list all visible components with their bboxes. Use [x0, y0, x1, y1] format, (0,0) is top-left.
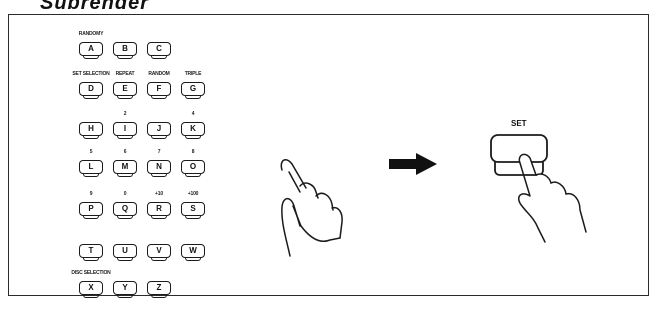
key-y[interactable]: Y [113, 281, 137, 298]
key-letter: F [156, 84, 162, 93]
key-z[interactable]: Z [147, 281, 171, 298]
key-o[interactable]: O [181, 160, 205, 177]
key-letter: X [88, 283, 94, 292]
key-b[interactable]: B [113, 42, 137, 59]
key-letter: U [122, 246, 128, 255]
key-note: +100 [187, 191, 199, 197]
key-note: 4 [191, 111, 195, 117]
set-button-label: SET [511, 119, 527, 128]
key-l[interactable]: L [79, 160, 103, 177]
key-letter: L [88, 162, 94, 171]
key-note: TRIPLE [184, 71, 202, 77]
key-a[interactable]: A [79, 42, 103, 59]
key-letter: C [156, 44, 162, 53]
key-s[interactable]: S [181, 202, 205, 219]
key-letter: Y [122, 283, 128, 292]
key-h[interactable]: H [79, 122, 103, 139]
key-letter: B [122, 44, 128, 53]
key-note: 2 [123, 111, 127, 117]
key-note: 9 [89, 191, 93, 197]
key-letter: D [88, 84, 94, 93]
key-letter: W [189, 246, 197, 255]
key-m[interactable]: M [113, 160, 137, 177]
key-letter: J [156, 124, 162, 133]
key-k[interactable]: K [181, 122, 205, 139]
key-note: RANDOM [148, 71, 170, 77]
key-w[interactable]: W [181, 244, 205, 261]
key-letter: E [122, 84, 128, 93]
key-note: DISC SELECTION [71, 270, 111, 276]
key-note: RANDOMY [78, 31, 104, 37]
instruction-panel [8, 14, 649, 296]
key-letter: P [88, 204, 94, 213]
key-q[interactable]: Q [113, 202, 137, 219]
key-e[interactable]: E [113, 82, 137, 99]
key-note: 8 [191, 149, 195, 155]
key-letter: H [88, 124, 94, 133]
key-note: 0 [123, 191, 127, 197]
key-letter: R [156, 204, 162, 213]
key-d[interactable]: D [79, 82, 103, 99]
set-button[interactable] [490, 134, 548, 176]
key-g[interactable]: G [181, 82, 205, 99]
key-letter: A [88, 44, 94, 53]
page-heading: Subrender [40, 0, 150, 14]
key-letter: Q [121, 204, 129, 213]
key-note: 5 [89, 149, 93, 155]
key-note: +10 [155, 191, 163, 197]
key-letter: G [189, 84, 197, 93]
key-v[interactable]: V [147, 244, 171, 261]
key-n[interactable]: N [147, 160, 171, 177]
key-letter: O [189, 162, 197, 171]
key-p[interactable]: P [79, 202, 103, 219]
key-letter: Z [156, 283, 162, 292]
key-u[interactable]: U [113, 244, 137, 261]
key-letter: V [156, 246, 162, 255]
key-note: 7 [157, 149, 161, 155]
key-x[interactable]: X [79, 281, 103, 298]
key-f[interactable]: F [147, 82, 171, 99]
key-letter: N [156, 162, 162, 171]
key-c[interactable]: C [147, 42, 171, 59]
key-t[interactable]: T [79, 244, 103, 261]
right-arrow-icon [389, 153, 437, 175]
key-letter: K [190, 124, 196, 133]
key-i[interactable]: I [113, 122, 137, 139]
key-letter: I [123, 124, 127, 133]
key-letter: S [190, 204, 196, 213]
key-r[interactable]: R [147, 202, 171, 219]
pointing-hand-icon [280, 159, 343, 257]
key-letter: M [121, 162, 129, 171]
pressing-hand-icon [518, 153, 587, 243]
key-note: REPEAT [115, 71, 135, 77]
key-note: SET SELECTION [72, 71, 110, 77]
key-note: 6 [123, 149, 127, 155]
key-j[interactable]: J [147, 122, 171, 139]
key-letter: T [88, 246, 94, 255]
